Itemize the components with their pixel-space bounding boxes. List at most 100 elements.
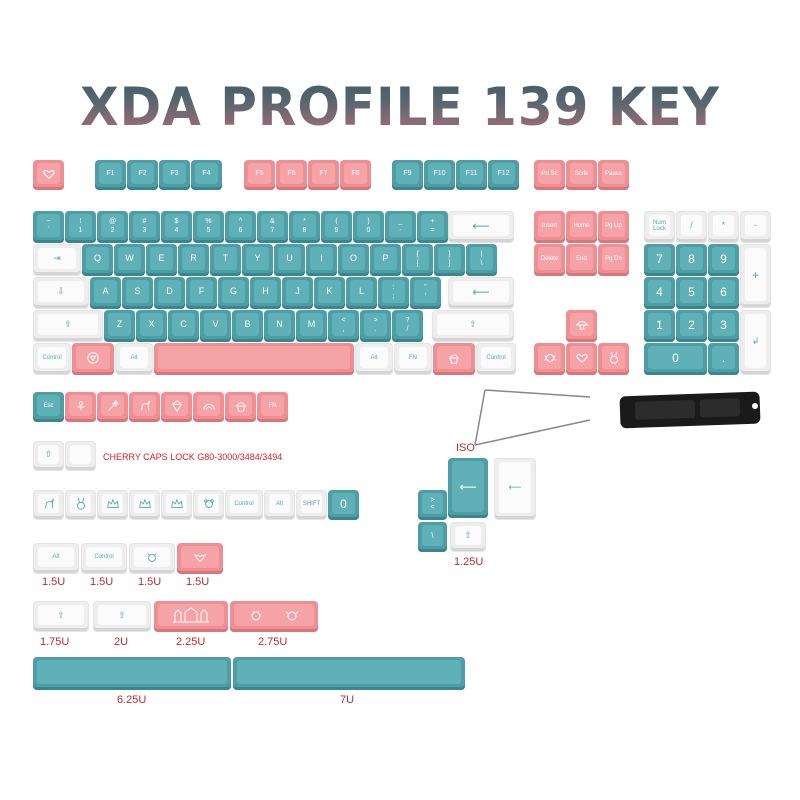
key-np-enter: ↲ (740, 310, 771, 375)
key-q_row-11: }] (434, 244, 465, 276)
key-tab: ⇥ (33, 244, 81, 276)
key-np5: 5 (676, 277, 707, 309)
key-np-minus: - (740, 211, 771, 243)
size-label: 7U (340, 694, 355, 706)
key-rctrl: Control (476, 343, 516, 375)
key-delete: Delete (534, 244, 565, 276)
key-insert: Insert (534, 211, 565, 243)
key-np9: 9 (708, 244, 739, 276)
key-end: End (566, 244, 597, 276)
shift-arrow-icon: ⇧ (57, 609, 65, 620)
key-a_row-8: L (346, 277, 377, 309)
bunny-icon (76, 497, 85, 510)
key-lalt: Alt (115, 343, 153, 375)
key-a_row-5: H (250, 277, 281, 309)
key-rshift: ⇧ (432, 310, 514, 342)
key-z_row-2: C (168, 310, 199, 342)
key-icon-white-5 (161, 490, 192, 520)
key-a_row-6: J (282, 277, 313, 309)
key-q_row-2: E (146, 244, 177, 276)
key-spacebar-7u (233, 657, 465, 690)
heart-icon (575, 353, 588, 363)
key-icon-white-2 (65, 490, 96, 520)
key-num_row-0: ~` (33, 211, 64, 243)
key-z_row-1: X (136, 310, 167, 342)
enter-arrow-icon: ⟵ (472, 284, 490, 299)
key-np8: 8 (676, 244, 707, 276)
key-q_row-12: |\ (466, 244, 497, 276)
key-lshift: ⇧ (33, 310, 103, 342)
enter-arrow-icon: ↲ (751, 335, 760, 346)
heart-wings-icon (42, 169, 55, 179)
key-15u-cow (129, 543, 175, 574)
key-q_row-3: R (178, 244, 209, 276)
key-175u-shift: ⇧ (33, 601, 89, 632)
winged-heart-icon (193, 554, 207, 562)
key-z_row-0: Z (104, 310, 135, 342)
key-f1: F1 (95, 160, 126, 190)
key-q_row-1: W (114, 244, 145, 276)
key-icon-unicorn (129, 392, 160, 422)
key-a_row-10: "' (410, 277, 441, 309)
key-enter: ⟵ (448, 277, 514, 309)
shift-arrow-icon: ⇧ (64, 319, 72, 329)
key-iso-pipe: \ (418, 522, 447, 552)
shift-arrow-icon: ⇧ (469, 319, 477, 329)
key-num_row-7: &7 (257, 211, 288, 243)
key-spacebar-625u (33, 657, 231, 690)
key-ralt: Alt (355, 343, 393, 375)
key-np-slash: / (676, 211, 707, 243)
pipe-icon: \ (431, 530, 434, 540)
unicorn-icon (140, 400, 150, 410)
crown-icon (170, 497, 183, 508)
crown-icon (138, 497, 151, 508)
cow-icon (147, 553, 157, 562)
key-z_row-8: >. (360, 310, 391, 342)
caps-arrow-icon: ⇩ (57, 286, 65, 296)
key-225u-castle (154, 601, 228, 632)
size-label: 1.5U (138, 576, 162, 588)
key-np4: 4 (644, 277, 675, 309)
key-icon-cupcake (225, 392, 256, 422)
key-icon-rainbow (193, 392, 224, 422)
size-label: 6.25U (117, 694, 147, 706)
bunny-icon (609, 351, 618, 364)
key-num_row-5: %5 (193, 211, 224, 243)
gem-icon (171, 399, 182, 412)
crown-icon (106, 497, 119, 508)
key-num_row-12: += (417, 211, 448, 243)
key-f7: F7 (308, 160, 339, 190)
castle-icon (173, 607, 209, 623)
key-icon-white-4 (129, 490, 160, 520)
key-np0: 0 (644, 343, 707, 375)
key-z_row-3: V (200, 310, 231, 342)
key-f9: F9 (392, 160, 423, 190)
key-a_row-0: A (90, 277, 121, 309)
key-np6: 6 (708, 277, 739, 309)
key-icon-wand (97, 392, 128, 422)
key-f2: F2 (127, 160, 158, 190)
key-home: Home (566, 211, 597, 243)
key-np7: 7 (644, 244, 675, 276)
key-iso-enter-white: ⟵ (494, 458, 536, 520)
key-lctrl: Control (33, 343, 71, 375)
key-pause: Pause (598, 160, 629, 190)
key-a_row-2: D (154, 277, 185, 309)
key-shift-white: SHIFT (296, 490, 327, 520)
key-heart-icon (33, 160, 64, 190)
key-np2: 2 (676, 310, 707, 342)
angle-bracket-icon: >< (430, 496, 435, 511)
key-control-white: Control (225, 490, 263, 520)
key-esc: Esc (33, 392, 64, 422)
mushroom-icon (575, 320, 588, 330)
key-num_row-9: (9 (321, 211, 352, 243)
key-z_row-5: N (264, 310, 295, 342)
key-left-candy (534, 343, 565, 375)
size-label: 1.5U (186, 576, 210, 588)
key-np1: 1 (644, 310, 675, 342)
key-scrlk: Scrlk (566, 160, 597, 190)
key-win (72, 343, 114, 375)
key-num_row-2: @2 (97, 211, 128, 243)
key-f8: F8 (340, 160, 371, 190)
keycap-puller (474, 389, 761, 446)
